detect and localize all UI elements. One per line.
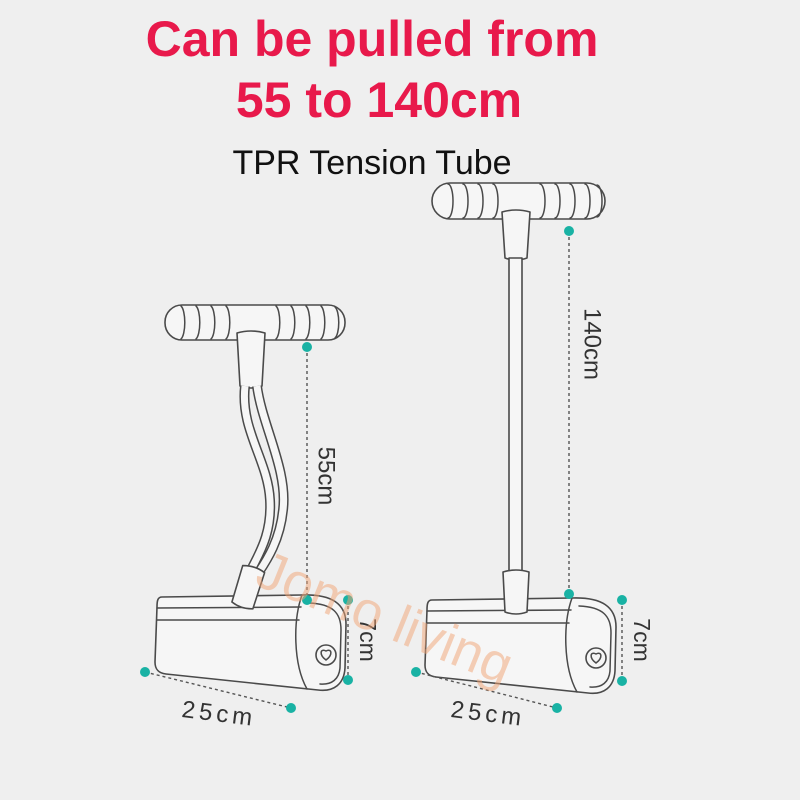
right-tension-tube — [508, 257, 523, 575]
right-handle-ring — [447, 183, 454, 219]
right-stick — [424, 182, 617, 695]
left-base-end-seam — [295, 594, 308, 690]
subtitle: TPR Tension Tube — [232, 144, 511, 182]
heart-icon — [590, 652, 602, 664]
left-tension-tubes — [239, 385, 289, 575]
right-handle-ring — [596, 184, 603, 218]
right-base-length-dimension-dot — [552, 703, 562, 713]
right-lower-collar — [502, 569, 530, 615]
right-base-length-dimension-dot — [411, 667, 421, 677]
left-handle-ring — [305, 305, 311, 340]
heart-icon — [320, 649, 332, 661]
left-tube-strand-b — [253, 385, 288, 574]
left-tube-strand-a — [240, 385, 274, 572]
right-handle — [431, 182, 606, 220]
right-base-end-face — [578, 605, 612, 688]
left-handle-ring — [275, 305, 281, 340]
right-upper-collar — [501, 209, 531, 261]
left-height-dimension-dot — [302, 595, 312, 605]
headline-line-2: 55 to 140cm — [236, 72, 522, 128]
right-base-height-label: 7cm — [629, 618, 655, 661]
right-handle-ring — [492, 183, 499, 219]
left-lower-collar — [231, 564, 266, 610]
right-handle-ring — [584, 183, 591, 219]
headline-line-1: Can be pulled from — [146, 11, 599, 67]
left-base-length-label: 25cm — [180, 696, 257, 732]
right-base-top-crease — [426, 609, 572, 612]
left-handle-ring — [320, 305, 326, 340]
left-base-length-dimension-dot — [286, 703, 296, 713]
left-base-length-dimension-dot — [140, 667, 150, 677]
left-height-dimension-dot — [302, 342, 312, 352]
left-handle-ring — [225, 305, 231, 340]
left-base-height-label: 7cm — [355, 618, 381, 661]
left-handle-ring — [290, 305, 296, 340]
left-base-length-dimension-line — [144, 671, 292, 709]
right-handle-ring — [554, 183, 561, 219]
left-base — [154, 594, 347, 692]
right-handle-ring — [539, 183, 546, 219]
right-height-dimension-dot — [564, 589, 574, 599]
right-handle-ring — [569, 183, 576, 219]
right-height-label: 140cm — [579, 308, 606, 380]
left-base-height-dimension-dot — [343, 595, 353, 605]
left-height-label: 55cm — [313, 447, 340, 506]
right-base — [424, 597, 617, 695]
left-base-logo-icon — [315, 644, 337, 666]
left-handle-ring — [334, 306, 340, 339]
left-handle-ring — [195, 305, 201, 340]
right-base-length-label: 25cm — [449, 696, 526, 732]
left-handle-ring — [180, 305, 186, 340]
left-base-end-face — [308, 602, 342, 685]
right-base-height-dimension-dot — [617, 676, 627, 686]
right-base-logo-icon — [585, 647, 607, 669]
right-base-end-seam — [565, 597, 578, 693]
left-stick — [154, 304, 347, 692]
right-handle-ring — [477, 183, 484, 219]
right-base-height-dimension-dot — [617, 595, 627, 605]
right-base-length-dimension-line — [415, 671, 558, 709]
right-handle-ring — [462, 183, 469, 219]
left-handle-ring — [210, 305, 216, 340]
left-base-height-dimension-dot — [343, 675, 353, 685]
left-handle — [164, 304, 346, 341]
right-height-dimension-dot — [564, 226, 574, 236]
left-upper-collar — [236, 330, 266, 389]
left-base-top-crease — [156, 606, 302, 609]
